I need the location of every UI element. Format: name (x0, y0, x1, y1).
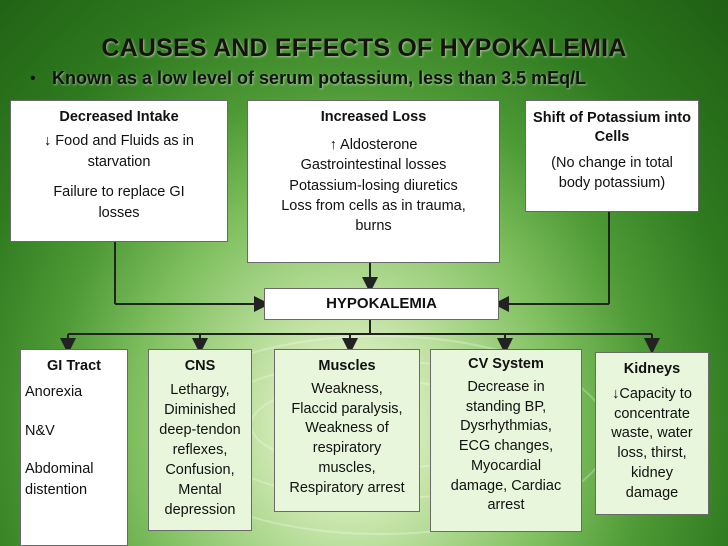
effect-kidneys: Kidneys ↓Capacity to concentrate waste, … (595, 352, 709, 515)
effect-line: concentrate (614, 405, 690, 422)
effect-line: Mental (178, 482, 222, 498)
effect-line: N&V (25, 422, 55, 439)
effect-line: respiratory (312, 440, 382, 457)
effect-heading: GI Tract (47, 358, 101, 374)
cause-line: losses (98, 204, 140, 221)
cause-line: ↓ Food and Fluids as in (44, 133, 194, 149)
effect-line: muscles, (318, 459, 376, 476)
effect-heading: CV System (468, 356, 544, 372)
effect-line: Abdominal (25, 461, 94, 478)
effect-line: depression (164, 502, 236, 518)
effect-line: Flaccid paralysis, (291, 400, 403, 417)
effect-line: damage, Cardiac (450, 477, 562, 494)
effect-line: Respiratory arrest (289, 479, 405, 496)
effect-line: standing BP, (465, 398, 547, 415)
cause-line: starvation (87, 153, 151, 170)
effect-gi-tract: GI Tract Anorexia N&V Abdominal distenti… (20, 349, 128, 546)
effect-line: loss, thirst, (617, 445, 687, 462)
cause-heading: Decreased Intake (59, 109, 179, 125)
effect-line: ECG changes, (458, 438, 554, 455)
cause-decreased-intake: Decreased Intake ↓ Food and Fluids as in… (10, 100, 228, 242)
cause-heading: Shift of Potassium into Cells (533, 110, 691, 145)
cause-line: ↑ Aldosterone (329, 137, 418, 153)
effect-line: Myocardial (470, 457, 542, 474)
cause-increased-loss: Increased Loss ↑ Aldosterone Gastrointes… (247, 100, 500, 263)
cause-line: body potassium) (558, 175, 666, 192)
hypokalemia-label: HYPOKALEMIA (326, 295, 437, 312)
effect-line: arrest (487, 497, 525, 514)
effect-line: Weakness of (305, 420, 389, 437)
cause-line: (No change in total (551, 154, 673, 171)
effect-line: Anorexia (25, 384, 83, 400)
effect-line: Diminished (164, 402, 236, 418)
bullet-icon: • (30, 70, 36, 87)
cause-heading: Increased Loss (320, 109, 427, 125)
hypokalemia-box: HYPOKALEMIA (264, 288, 499, 320)
effect-line: deep-tendon (159, 422, 241, 438)
effect-heading: Muscles (318, 358, 376, 374)
effect-muscles: Muscles Weakness, Flaccid paralysis, Wea… (274, 349, 420, 512)
cause-line: Potassium-losing diuretics (289, 177, 458, 194)
definition-bullet: Known as a low level of serum potassium,… (52, 68, 587, 88)
cause-line: Gastrointestinal losses (300, 157, 447, 174)
effect-heading: Kidneys (623, 361, 681, 377)
effect-line: Dysrhythmias, (460, 418, 552, 435)
effect-line: damage (625, 484, 679, 501)
effect-heading: CNS (184, 358, 216, 374)
effect-line: distention (25, 481, 88, 498)
effect-line: waste, water (611, 425, 693, 442)
effect-cns: CNS Lethargy, Diminished deep-tendon ref… (148, 349, 252, 531)
effect-line: Lethargy, (170, 382, 230, 398)
page-title: CAUSES AND EFFECTS OF HYPOKALEMIA (101, 34, 627, 62)
effect-cv-system: CV System Decrease in standing BP, Dysrh… (430, 349, 582, 532)
effect-line: Weakness, (311, 381, 383, 397)
cause-line: Failure to replace GI (53, 184, 185, 201)
cause-shift-into-cells: Shift of Potassium into Cells (No change… (525, 100, 699, 212)
effect-line: reflexes, (172, 442, 228, 458)
cause-line: burns (355, 218, 392, 235)
effect-line: Confusion, (165, 462, 235, 478)
effect-line: kidney (631, 464, 673, 481)
cause-line: Loss from cells as in trauma, (281, 197, 466, 214)
effect-line: Decrease in (467, 379, 545, 395)
effect-line: ↓Capacity to (612, 386, 692, 402)
